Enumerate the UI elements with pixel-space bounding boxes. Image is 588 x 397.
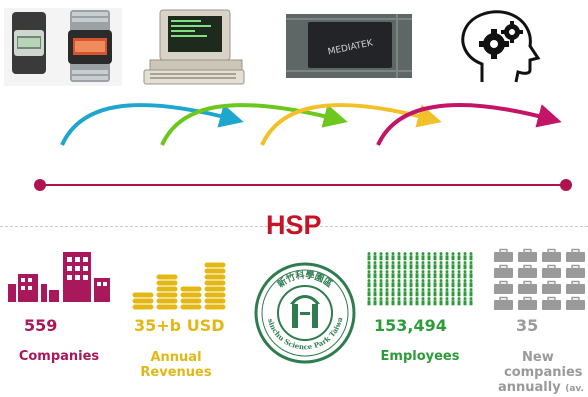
new-companies-label: New companies annually (av. [498, 350, 584, 395]
companies-count: 559 [24, 316, 58, 335]
page-title: HSP [266, 210, 322, 240]
timeline-graphic [34, 103, 572, 191]
arc-1 [60, 103, 244, 146]
coin-stacks-icon [131, 261, 227, 310]
timeline-end-dot [560, 179, 572, 191]
buildings-icon [8, 252, 110, 302]
revenues-value: 35+b USD [134, 316, 225, 335]
arc-4 [376, 103, 562, 146]
head-gears-icon [461, 10, 541, 83]
hsinchu-science-park-seal: 新竹科學園區 Hsinchu Science Park Taiwan [254, 262, 356, 364]
briefcases-icon [492, 248, 588, 310]
companies-label: Companies [18, 349, 100, 364]
employees-label: Employees [380, 349, 460, 364]
revenues-label: Annual Revenues [140, 350, 212, 380]
employees-people-icon [366, 252, 474, 306]
timeline-start-dot [34, 179, 46, 191]
employees-count: 153,494 [374, 316, 447, 335]
new-companies-count: 35 [516, 316, 539, 335]
divider [0, 226, 588, 227]
desktop-computer-image [143, 9, 245, 85]
mediatek-chip-image: MEDIATEK [286, 14, 412, 78]
arc-3 [260, 103, 442, 146]
digital-watches-image [4, 8, 122, 86]
